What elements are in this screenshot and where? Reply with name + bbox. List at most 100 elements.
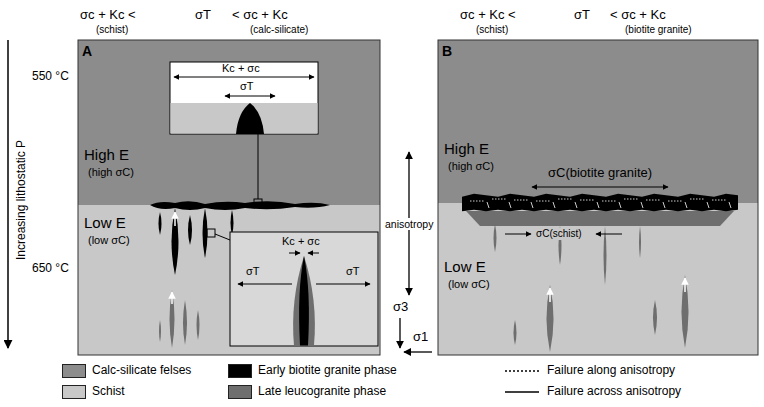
dike [604, 226, 607, 285]
leader-line [258, 134, 259, 199]
dike [514, 320, 517, 345]
failure-along [690, 199, 704, 200]
dike [188, 215, 192, 245]
ascent-arrow [549, 288, 551, 302]
node-text: σT [246, 265, 260, 278]
dike [639, 226, 641, 258]
failure-across [619, 202, 621, 208]
inset-marker [207, 229, 215, 237]
node-text: (high σC) [448, 160, 494, 173]
legend-swatch [62, 364, 86, 378]
dike [172, 208, 179, 275]
failure-across [663, 202, 665, 208]
panel: A High E (high σC) Kc + σc σT Low E (low σC) Kc… [78, 40, 380, 355]
label: (schist) [96, 24, 128, 36]
failure-across [553, 202, 555, 208]
failure-across [575, 202, 577, 208]
node-text: (low σC) [88, 234, 130, 247]
label: σC(biotite granite) [548, 166, 652, 181]
node-title: B [442, 43, 452, 59]
label: 650 °C [32, 262, 69, 276]
failure-across [729, 202, 731, 208]
calc-silicate-band [438, 40, 758, 203]
label: σc + Kc < [80, 8, 136, 23]
label: (biotite granite) [625, 24, 692, 36]
dike [293, 256, 315, 346]
stress-arrow [289, 253, 300, 254]
failure-across [685, 202, 687, 208]
failure-along [580, 200, 594, 201]
failure-along [646, 200, 660, 201]
node-title: Kc + σc [282, 235, 320, 248]
inset-marker [254, 199, 262, 207]
node-title: High E [444, 140, 489, 157]
pressure-arrow [7, 40, 9, 348]
label: < σc + Kc [610, 8, 666, 23]
failure-lines [470, 199, 731, 208]
dike [653, 300, 657, 335]
inset-box [230, 232, 378, 346]
node-title: High E [84, 146, 129, 163]
dike-tip [236, 103, 264, 134]
dike [299, 256, 309, 346]
failure-across [509, 202, 511, 208]
stress-arrow [505, 234, 531, 235]
dike [159, 320, 161, 342]
failure-along [492, 199, 506, 200]
node-text: (high σC) [88, 166, 134, 179]
schist-band [78, 205, 380, 355]
node-text: σT [240, 80, 254, 93]
stress-arrow [174, 77, 314, 78]
label: σc + Kc < [460, 8, 516, 23]
sigma3-arrow [399, 318, 400, 348]
failure-along [602, 201, 616, 202]
failure-across [707, 202, 709, 208]
failure-along [624, 199, 638, 200]
failure-across [531, 202, 533, 208]
node-title: A [82, 43, 92, 59]
legend-text: Failure across anisotropy [547, 385, 681, 399]
ascent-arrow [684, 278, 686, 292]
failure-across [597, 202, 599, 208]
panel: B High E (high σC) Low E(low σC) [438, 40, 758, 355]
dike [170, 290, 175, 348]
failure-along [536, 201, 550, 202]
rock-band: Low E(low σC) [438, 203, 758, 355]
label: anisotropy [384, 218, 434, 230]
label: σC(schist) [535, 228, 583, 240]
node-title: Low E [84, 214, 126, 231]
stress-arrow [225, 96, 275, 97]
stress-arrow [596, 234, 622, 235]
dike [547, 285, 554, 352]
label: 550 °C [32, 70, 69, 84]
failure-along [712, 200, 726, 201]
label: (calc-silicate) [250, 24, 308, 36]
leader-line [215, 234, 230, 240]
failure-along [514, 200, 528, 201]
inset-box: Kc + σc σT [170, 62, 318, 134]
node-title: Kc + σc [222, 62, 260, 75]
legend-text: Calc-silicate felses [92, 364, 191, 378]
failure-along [470, 201, 484, 202]
dikes [494, 224, 689, 352]
label: (schist) [476, 24, 508, 36]
ascent-arrow [171, 292, 173, 304]
label: σT [574, 8, 590, 23]
label: σ1 [413, 330, 428, 345]
legend-text: Failure along anisotropy [547, 364, 675, 378]
label: σ3 [393, 300, 408, 315]
stress-arrow [316, 284, 370, 285]
sigma1-arrow [404, 351, 432, 352]
stress-arrow [532, 187, 668, 188]
schist-band [171, 103, 318, 134]
label: < σc + Kc [232, 8, 288, 23]
legend-swatch [228, 364, 252, 378]
dike [183, 300, 187, 345]
node-title: Low E [444, 258, 486, 275]
dike [231, 210, 234, 235]
schist-band [438, 203, 758, 355]
dikes [159, 208, 234, 348]
label: Increasing lithostatic P [15, 140, 29, 260]
legend-text: Late leucogranite phase [258, 385, 386, 399]
